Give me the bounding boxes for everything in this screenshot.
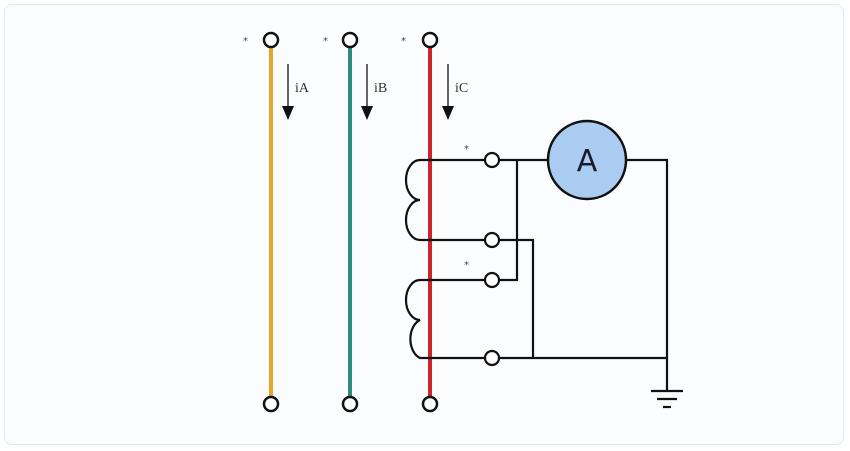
phase-b-bottom-terminal <box>341 395 359 413</box>
phase-c-current-label: iC <box>455 81 468 96</box>
phase-b-current-label: iB <box>374 81 387 96</box>
phase-a-polarity-mark: * <box>243 36 248 47</box>
phase-a-top-terminal <box>262 31 280 49</box>
phase-a-current-label: iA <box>295 81 310 96</box>
phase-c-bottom-terminal <box>421 395 439 413</box>
ct-coil-lower <box>404 278 430 360</box>
ct-terminal-1 <box>483 151 501 169</box>
wire-t1-t3-bridge <box>499 160 519 282</box>
phase-b-arrowhead <box>361 106 373 120</box>
phase-a: * iA <box>243 31 310 413</box>
wire-t2-to-common <box>499 238 535 358</box>
phase-c-arrowhead <box>442 106 454 120</box>
wire-ammeter-return <box>626 158 669 390</box>
ammeter-label: A <box>577 144 598 179</box>
ct-terminal-3-polarity-mark: * <box>464 260 469 271</box>
phase-c-polarity-mark: * <box>401 36 406 47</box>
ct-terminal-2 <box>483 231 501 249</box>
ct-terminals: * * <box>464 144 501 367</box>
phase-c-top-terminal <box>421 31 439 49</box>
ct-coil-upper <box>404 158 430 242</box>
ct-terminal-1-polarity-mark: * <box>464 144 469 155</box>
diagram-frame <box>4 4 844 445</box>
ct-terminal-4 <box>483 349 501 367</box>
phase-b-polarity-mark: * <box>323 36 328 47</box>
phase-c: * iC <box>401 31 468 413</box>
phase-b-top-terminal <box>341 31 359 49</box>
phase-b: * iB <box>323 31 387 413</box>
phase-a-arrowhead <box>282 106 294 120</box>
current-transformer-coils <box>404 158 430 360</box>
phase-a-bottom-terminal <box>262 395 280 413</box>
secondary-wiring <box>430 158 669 390</box>
ct-terminal-3 <box>483 271 501 289</box>
ammeter: A <box>546 119 628 201</box>
ammeter-body <box>546 119 628 201</box>
ground-icon <box>651 389 683 409</box>
